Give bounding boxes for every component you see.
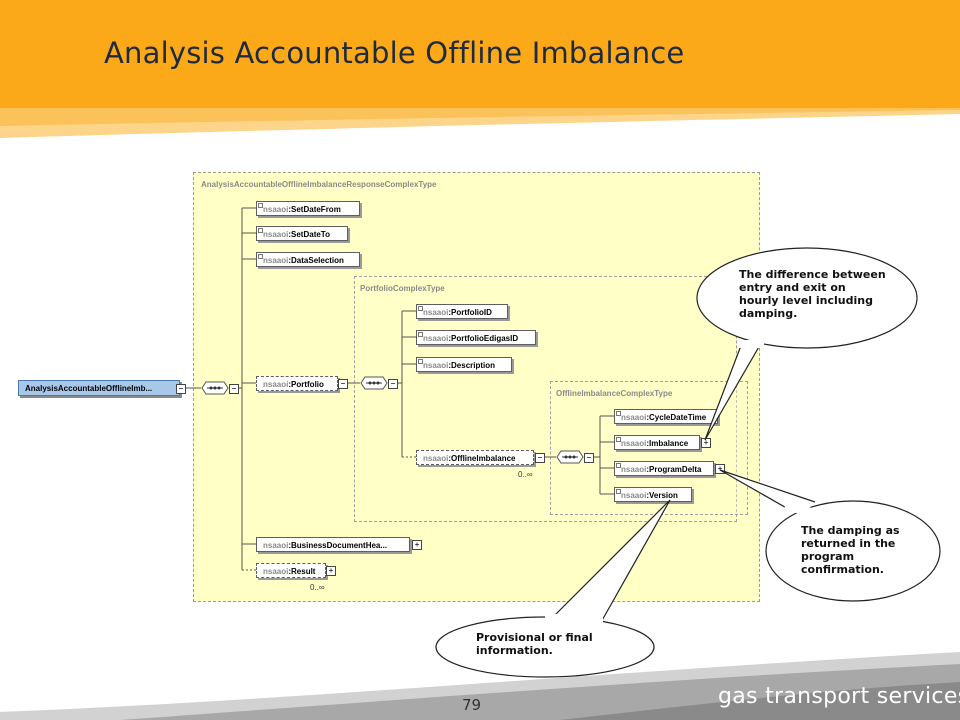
element-imbalance[interactable]: nsaaoi:Imbalance: [614, 435, 700, 450]
sequence-icon: [360, 376, 388, 390]
expand-icon[interactable]: +: [715, 464, 725, 474]
response-type-label: AnalysisAccountableOfflineImbalanceRespo…: [201, 180, 437, 189]
result-cardinality: 0..∞: [310, 583, 325, 592]
expand-icon[interactable]: +: [326, 566, 336, 576]
element-portfolio-edigas-id[interactable]: nsaaoi:PortfolioEdigasID: [416, 330, 536, 345]
element-set-date-to[interactable]: nsaaoi:SetDateTo: [256, 226, 348, 241]
offline-imbalance-cardinality: 0..∞: [518, 470, 533, 479]
element-set-date-from[interactable]: nsaaoi:SetDateFrom: [256, 201, 360, 216]
page-title: Analysis Accountable Offline Imbalance: [104, 36, 685, 70]
element-marker-icon: [616, 463, 621, 468]
element-marker-icon: [616, 411, 621, 416]
header-stripe: [0, 108, 960, 138]
collapse-icon[interactable]: −: [176, 384, 186, 394]
element-business-document-header[interactable]: nsaaoi:BusinessDocumentHea...: [256, 537, 410, 552]
callout-imbalance: The difference between entry and exit on…: [739, 268, 886, 320]
element-marker-icon: [258, 203, 263, 208]
sequence-icon: [201, 381, 229, 395]
collapse-icon[interactable]: −: [388, 379, 398, 389]
element-marker-icon: [418, 332, 423, 337]
expand-icon[interactable]: +: [412, 540, 422, 550]
element-cycle-date-time[interactable]: nsaaoi:CycleDateTime: [614, 409, 718, 424]
brand-logo: gas transport services: [718, 684, 960, 709]
element-marker-icon: [616, 489, 621, 494]
element-portfolio-id[interactable]: nsaaoi:PortfolioID: [416, 304, 508, 319]
element-version[interactable]: nsaaoi:Version: [614, 487, 692, 502]
header-bar: [0, 0, 960, 108]
page-number: 79: [462, 696, 482, 714]
element-data-selection[interactable]: nsaaoi:DataSelection: [256, 252, 360, 267]
collapse-icon[interactable]: −: [338, 379, 348, 389]
element-description[interactable]: nsaaoi:Description: [416, 357, 512, 372]
root-element[interactable]: AnalysisAccountableOfflineImb...: [18, 380, 180, 396]
element-marker-icon: [258, 254, 263, 259]
element-marker-icon: [418, 306, 423, 311]
element-portfolio[interactable]: nsaaoi:Portfolio: [256, 376, 338, 391]
collapse-icon[interactable]: −: [584, 453, 594, 463]
portfolio-type-label: PortfolioComplexType: [360, 284, 445, 293]
element-marker-icon: [616, 437, 621, 442]
element-marker-icon: [418, 359, 423, 364]
collapse-icon[interactable]: −: [229, 384, 239, 394]
collapse-icon[interactable]: −: [535, 453, 545, 463]
callout-program-delta: The damping as returned in the program c…: [801, 524, 900, 576]
offline-type-label: OfflineImbalanceComplexType: [556, 389, 673, 398]
element-offline-imbalance[interactable]: nsaaoi:OfflineImbalance: [416, 450, 534, 465]
element-result[interactable]: nsaaoi:Result: [256, 563, 326, 578]
element-program-delta[interactable]: nsaaoi:ProgramDelta: [614, 461, 714, 476]
sequence-icon: [556, 450, 584, 464]
element-marker-icon: [258, 228, 263, 233]
callout-version: Provisional or final information.: [476, 631, 593, 657]
